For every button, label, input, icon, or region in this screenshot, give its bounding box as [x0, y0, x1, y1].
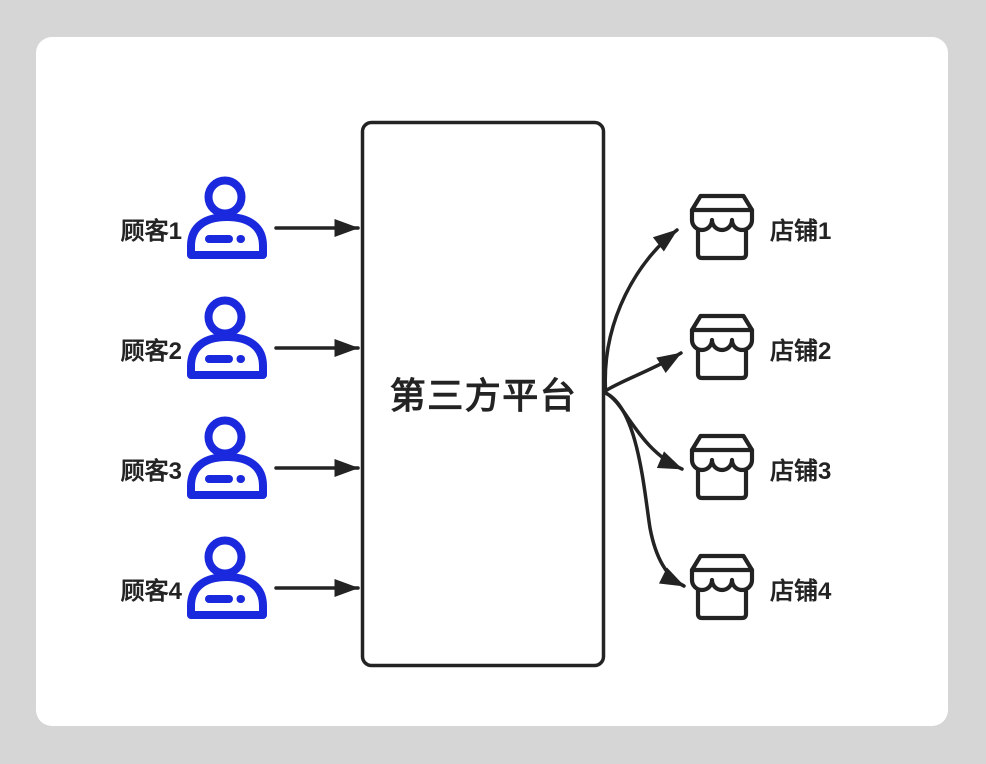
person-icon: [187, 176, 267, 259]
customer-1-label: 顾客1: [120, 217, 182, 245]
arrow-platform-to-shop-2: [603, 351, 683, 393]
shop-2-label: 店铺2: [770, 337, 832, 365]
shop-1-label: 店铺1: [770, 217, 832, 245]
storefront-icon: [689, 313, 755, 381]
arrow-platform-to-shop-1: [603, 228, 679, 392]
storefront-icon: [689, 193, 755, 261]
customer-2-label: 顾客2: [120, 337, 182, 365]
person-icon: [187, 416, 267, 499]
storefront-icon: [689, 433, 755, 501]
customer-4-label: 顾客4: [120, 577, 182, 605]
platform-label: 第三方平台: [389, 375, 578, 416]
customer-3-label: 顾客3: [120, 457, 182, 485]
shop-4-label: 店铺4: [770, 577, 832, 605]
platform-box: [360, 120, 606, 668]
arrow-platform-to-shop-4: [603, 391, 686, 588]
person-icon: [187, 296, 267, 379]
person-icon: [187, 536, 267, 619]
storefront-icon: [689, 553, 755, 621]
shop-3-label: 店铺3: [770, 457, 832, 485]
